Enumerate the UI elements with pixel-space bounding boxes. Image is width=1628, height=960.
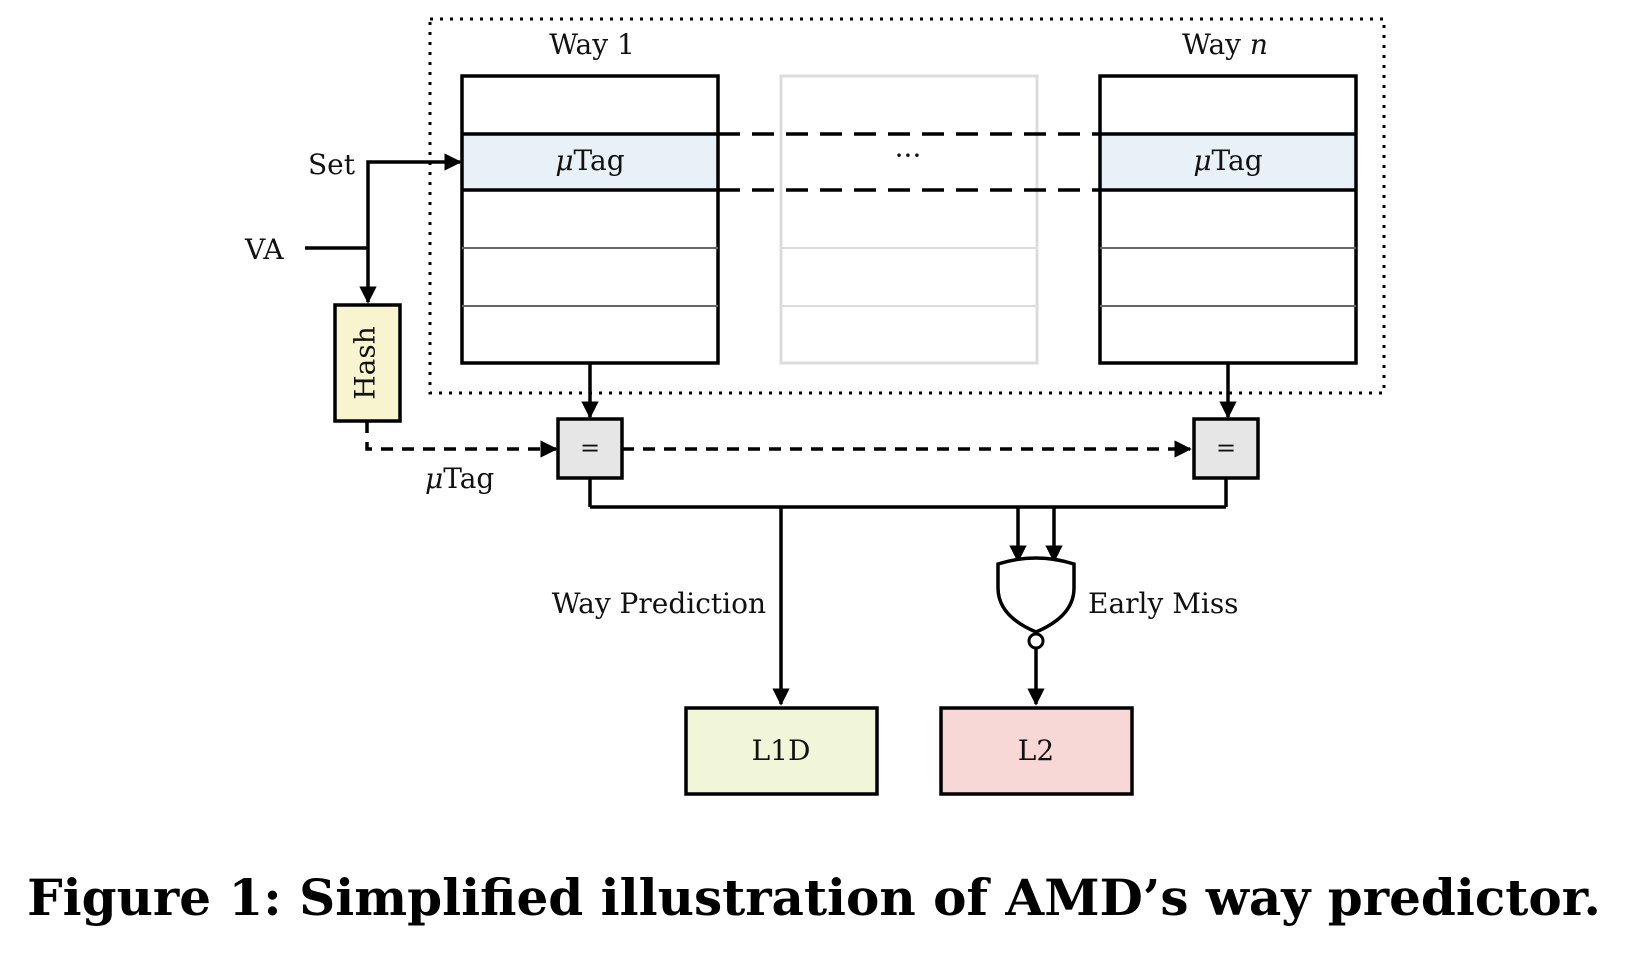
set-arrow bbox=[366, 153, 462, 248]
comparator-way-n-symbol: = bbox=[1216, 434, 1236, 462]
way-1-column: μTag bbox=[460, 74, 720, 365]
way-prediction-label: Way Prediction bbox=[552, 587, 766, 620]
way-1-label: Way 1 bbox=[549, 28, 635, 61]
way-predictor-diagram: Way 1 Way n μTag ··· μTag Set VA Hash bbox=[244, 17, 1386, 796]
hash-label: Hash bbox=[349, 326, 382, 400]
set-label: Set bbox=[308, 148, 356, 181]
hash-utag-dashed-line bbox=[365, 421, 558, 458]
l2-block bbox=[939, 706, 1134, 796]
comparator-way-1-symbol: = bbox=[580, 434, 600, 462]
way-1-utag-label: μTag bbox=[555, 144, 624, 177]
nor-gate-bubble bbox=[1027, 632, 1045, 650]
middle-ways-column: ··· bbox=[779, 74, 1039, 365]
ellipsis-label: ··· bbox=[895, 139, 922, 172]
hash-block bbox=[333, 303, 402, 423]
hash-utag-label: μTag bbox=[425, 462, 494, 495]
way-n-column: μTag bbox=[1098, 74, 1358, 365]
predictor-table-boundary bbox=[428, 17, 1386, 395]
l1d-block bbox=[684, 706, 879, 796]
va-label: VA bbox=[244, 233, 284, 266]
way-n-label: Way n bbox=[1182, 28, 1268, 61]
figure-caption: Figure 1: Simplified illustration of AMD… bbox=[27, 868, 1601, 927]
l2-label: L2 bbox=[1018, 734, 1054, 767]
l1d-label: L1D bbox=[752, 734, 811, 767]
comparator-way-1 bbox=[556, 417, 624, 480]
nor-gate bbox=[996, 556, 1076, 634]
comparator-way-n bbox=[1192, 417, 1260, 480]
early-miss-label: Early Miss bbox=[1088, 587, 1239, 620]
way-n-utag-label: μTag bbox=[1193, 144, 1262, 177]
